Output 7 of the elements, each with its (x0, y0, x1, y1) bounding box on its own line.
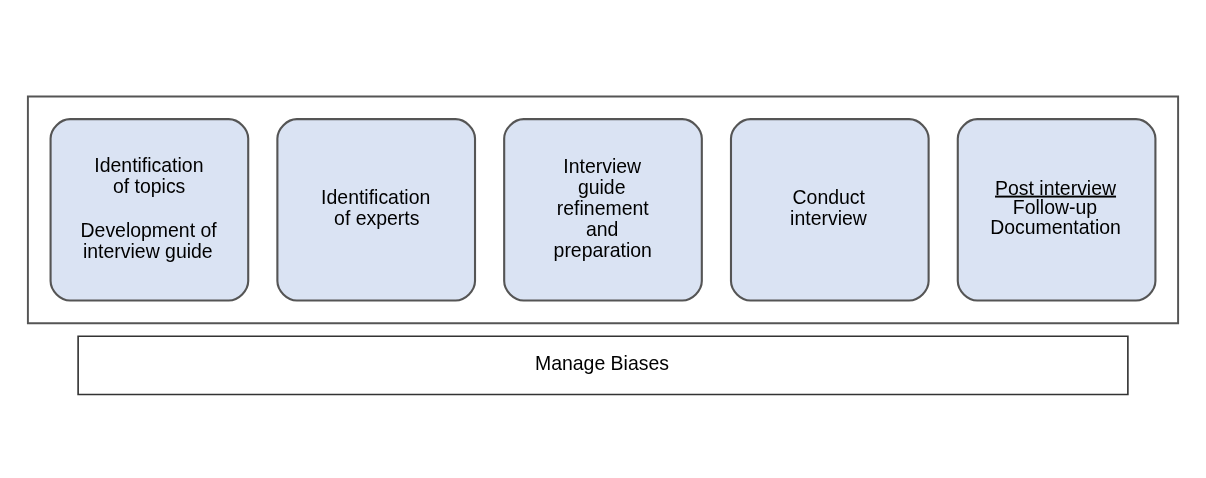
node-box: Post interview Follow-up Documentation (956, 118, 1157, 302)
node-box: Interview guide refinement and preparation (503, 118, 703, 302)
cluster (26, 95, 1180, 325)
node-box: Identification of experts (276, 118, 477, 302)
node-box: Identification of topics Development of interview guide (49, 118, 250, 302)
node-box: Manage Biases (77, 335, 1129, 396)
node-box: Conduct interview (729, 118, 930, 302)
